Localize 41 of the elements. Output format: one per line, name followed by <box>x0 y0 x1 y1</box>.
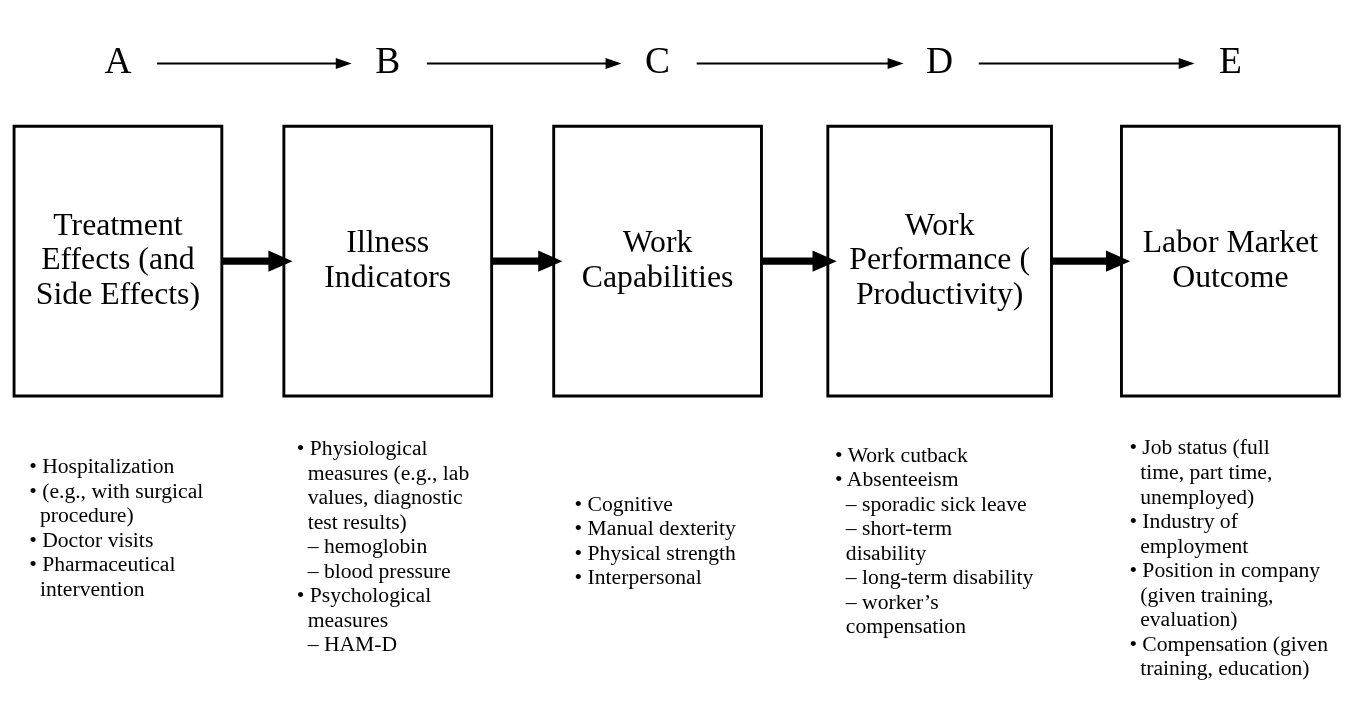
node-label: – blood pressure <box>307 558 451 583</box>
node-label: • Manual dexterity <box>574 515 736 540</box>
node-label: – short-term disability <box>845 515 953 565</box>
node-label: • Industry of employment <box>1129 508 1249 558</box>
node-label: • Hospitalization <box>29 453 175 478</box>
node-text: E <box>1218 39 1242 81</box>
node-label: • Physiological measures (e.g., lab values, diagnostic test results) <box>296 435 470 534</box>
arrow <box>492 250 563 272</box>
node-text: B <box>375 39 401 81</box>
node-box: Treatment Effects (and Side Effects) <box>12 124 224 397</box>
node-label: • Job status (full time, part time, unemployed) <box>1129 434 1273 509</box>
node-text: C <box>645 39 671 81</box>
arrow <box>1051 250 1131 272</box>
node-label: • Compensation (given training, education) <box>1129 631 1328 680</box>
node-label: • Psychological measures <box>296 582 432 632</box>
node-label: – long-term disability <box>845 564 1034 589</box>
node-label: • Pharmaceutical intervention <box>29 551 176 601</box>
node-text: D <box>926 39 954 81</box>
node-label: • Cognitive <box>574 491 673 516</box>
arrow <box>978 57 1195 69</box>
node-label: • Doctor visits <box>29 527 154 552</box>
node-box: Work Performance (Productivity) <box>826 124 1053 397</box>
node-box: Labor Market Outcome <box>1120 124 1341 397</box>
arrow <box>222 250 293 272</box>
arrow <box>157 57 352 69</box>
arrow <box>696 57 904 69</box>
node-label: • Physical strength <box>574 540 736 565</box>
arrow <box>426 57 622 69</box>
node-label: – HAM-D <box>307 631 398 656</box>
node-label: • Position in company (given training, evaluation) <box>1129 557 1321 631</box>
node-label: – hemoglobin <box>307 533 428 558</box>
node-label: – worker’s compensation <box>845 589 966 638</box>
node-box: Illness Indicators <box>282 124 494 397</box>
node-label: • Work cutback <box>835 442 968 467</box>
arrow <box>761 250 837 272</box>
node-box: Work Capabilities <box>552 124 763 397</box>
node-label: • Interpersonal <box>574 564 702 589</box>
node-text: A <box>104 39 132 81</box>
node-label: • Absenteeism <box>835 466 959 491</box>
node-label: • (e.g., with surgical procedure) <box>29 478 204 527</box>
node-label: – sporadic sick leave <box>845 491 1027 516</box>
